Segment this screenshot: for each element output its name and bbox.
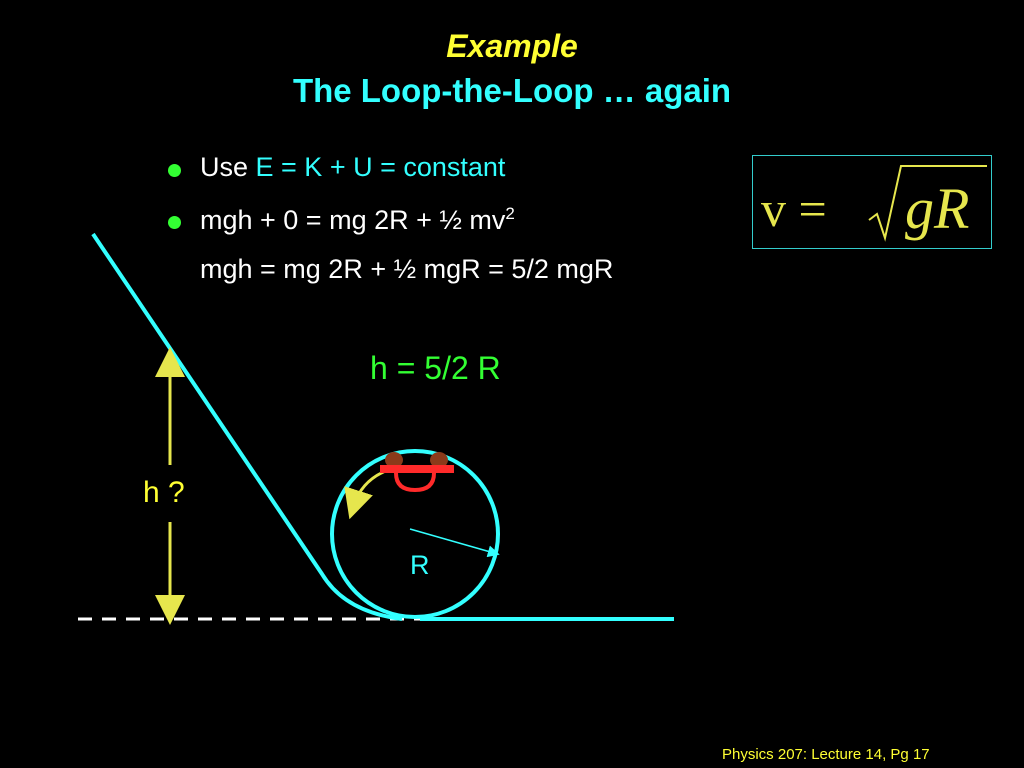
bullet-prefix: Use [200,152,256,182]
sqrt-sign-icon [868,165,987,242]
energy-balance-equation: mgh + 0 = mg 2R + ½ mv [200,205,506,235]
height-label: h ? [143,476,185,509]
superscript: 2 [505,204,515,223]
slide-title: The Loop-the-Loop … again [292,72,732,109]
bullet-dot-icon [168,164,181,177]
loop-circle [330,449,500,619]
formula-radicand: gR [905,176,969,241]
formula-lhs: v = [761,181,827,237]
slide-title-example: Example [446,28,578,64]
bullet-dot-icon [168,216,181,229]
bullet-text: mgh + 0 = mg 2R + ½ mv2 [200,204,515,236]
bullet-text: Use E = K + U = constant [200,152,505,183]
radius-label: R [410,550,430,580]
energy-equation: E = K + U = constant [255,152,506,182]
result-equation: h = 5/2 R [370,350,501,386]
cart-icon [380,452,454,493]
slide-footer: Physics 207: Lecture 14, Pg 17 [722,746,930,763]
radius-arrow [409,528,500,558]
continuation-equation: mgh = mg 2R + ½ mgR = 5/2 mgR [200,254,614,284]
ramp-track [91,232,403,621]
velocity-formula: v = gR [761,165,987,242]
velocity-formula-box: v = gR [752,155,992,249]
